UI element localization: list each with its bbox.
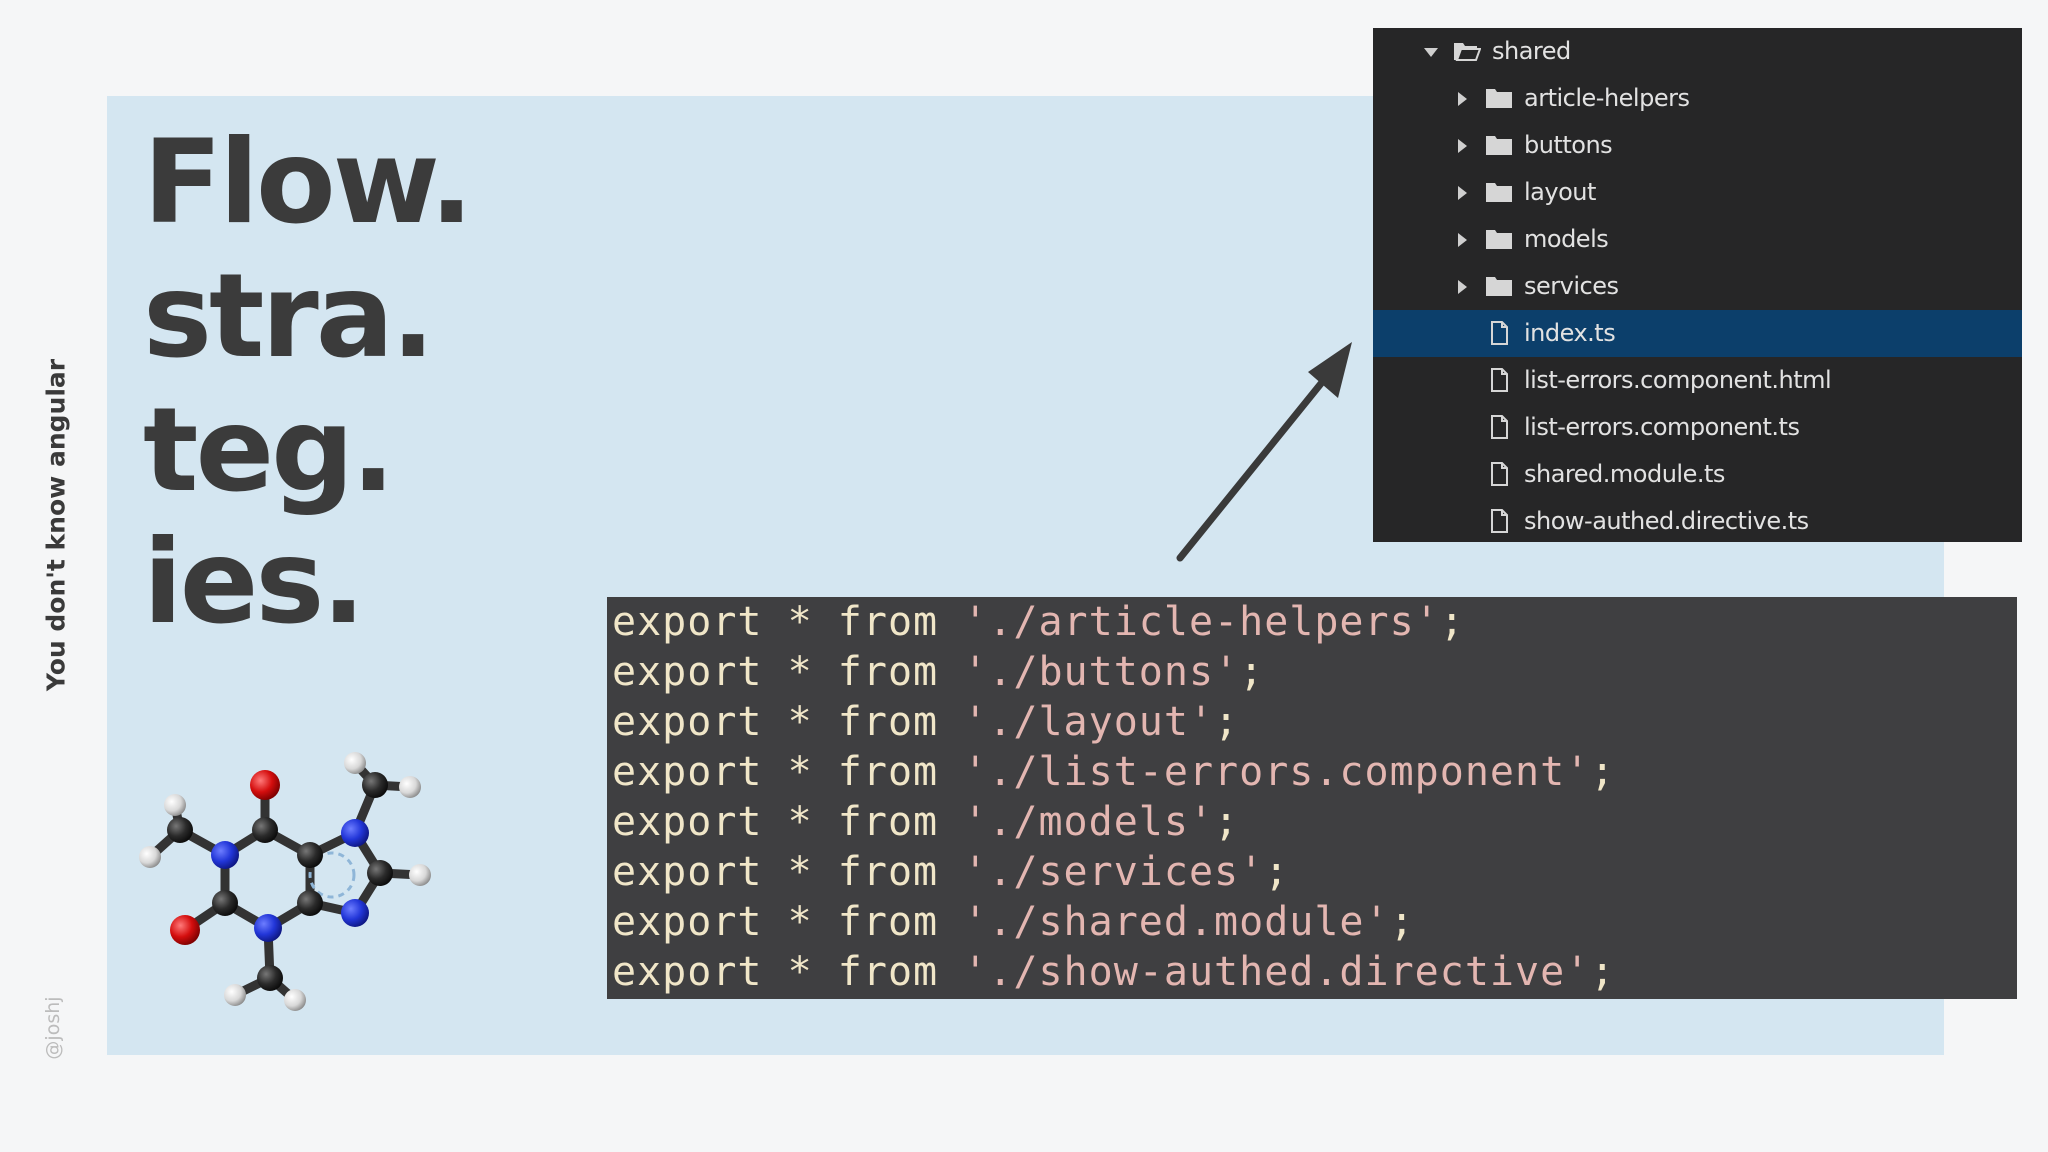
code-string: './shared.module' [963, 899, 1390, 945]
code-keyword: export [612, 749, 763, 795]
code-from: from [837, 849, 939, 895]
tree-label: models [1524, 225, 1609, 253]
code-string: './article-helpers' [963, 599, 1440, 645]
code-line: export * from './article-helpers'; [612, 597, 1465, 647]
code-line: export * from './layout'; [612, 697, 1239, 747]
chevron-right-icon[interactable] [1458, 186, 1467, 200]
tree-row-folder[interactable]: buttons [1373, 122, 2022, 169]
code-string: './services' [963, 849, 1265, 895]
folder-icon [1486, 277, 1512, 296]
folder-open-icon [1454, 43, 1481, 61]
code-star: * [787, 699, 813, 745]
code-terminator: ; [1389, 899, 1415, 945]
tree-row-folder[interactable]: services [1373, 263, 2022, 310]
code-from: from [837, 799, 939, 845]
code-star: * [787, 799, 813, 845]
tree-row-folder[interactable]: article-helpers [1373, 75, 2022, 122]
code-string: './layout' [963, 699, 1215, 745]
tree-row-file[interactable]: show-authed.directive.ts [1373, 498, 2022, 545]
code-keyword: export [612, 699, 763, 745]
code-line: export * from './buttons'; [612, 647, 1264, 697]
code-terminator: ; [1590, 749, 1616, 795]
code-star: * [787, 949, 813, 995]
chevron-right-icon[interactable] [1458, 233, 1467, 247]
chevron-down-icon[interactable] [1424, 48, 1438, 57]
tree-row-file[interactable]: list-errors.component.html [1373, 357, 2022, 404]
tree-label: services [1524, 272, 1619, 300]
code-from: from [837, 599, 939, 645]
code-keyword: export [612, 799, 763, 845]
code-keyword: export [612, 949, 763, 995]
tree-label-shared: shared [1492, 37, 1571, 65]
tree-label: list-errors.component.html [1524, 366, 1832, 394]
code-line: export * from './show-authed.directive'; [612, 947, 1615, 997]
code-line: export * from './models'; [612, 797, 1239, 847]
tree-label: buttons [1524, 131, 1613, 159]
folder-icon [1486, 136, 1512, 155]
code-block: export * from './article-helpers'; expor… [607, 597, 2017, 999]
code-terminator: ; [1239, 649, 1265, 695]
code-from: from [837, 649, 939, 695]
arrow-icon [1176, 342, 1352, 562]
heading-line-3: teg. [143, 383, 395, 518]
code-terminator: ; [1214, 799, 1240, 845]
tree-label: layout [1524, 178, 1596, 206]
code-keyword: export [612, 849, 763, 895]
code-from: from [837, 749, 939, 795]
code-line: export * from './list-errors.component'; [612, 747, 1615, 797]
code-line: export * from './shared.module'; [612, 897, 1415, 947]
folder-icon [1486, 230, 1512, 249]
code-string: './models' [963, 799, 1215, 845]
heading-line-4: ies. [143, 515, 366, 650]
author-handle: @joshj [42, 996, 64, 1060]
tree-row-file[interactable]: list-errors.component.ts [1373, 404, 2022, 451]
code-star: * [787, 649, 813, 695]
code-string: './buttons' [963, 649, 1240, 695]
code-terminator: ; [1439, 599, 1465, 645]
code-terminator: ; [1214, 699, 1240, 745]
file-icon [1491, 415, 1508, 439]
tree-label: show-authed.directive.ts [1524, 507, 1809, 535]
file-icon [1491, 462, 1508, 486]
folder-icon [1486, 183, 1512, 202]
heading-line-2: stra. [143, 249, 435, 384]
side-title: You don't know angular [41, 358, 71, 692]
chevron-right-icon[interactable] [1458, 139, 1467, 153]
code-keyword: export [612, 599, 763, 645]
heading-line-1: Flow. [143, 115, 474, 250]
tree-label: shared.module.ts [1524, 460, 1725, 488]
code-line: export * from './services'; [612, 847, 1289, 897]
tree-label: article-helpers [1524, 84, 1690, 112]
file-explorer: shared article-helpers buttons layout [1373, 28, 2022, 542]
tree-row-shared[interactable]: shared [1373, 28, 2022, 75]
code-from: from [837, 699, 939, 745]
code-terminator: ; [1264, 849, 1290, 895]
chevron-right-icon[interactable] [1458, 280, 1467, 294]
caffeine-molecule-image [139, 752, 431, 1011]
tree-row-folder[interactable]: models [1373, 216, 2022, 263]
code-star: * [787, 849, 813, 895]
code-star: * [787, 899, 813, 945]
code-string: './list-errors.component' [963, 749, 1591, 795]
code-keyword: export [612, 899, 763, 945]
file-icon [1491, 321, 1508, 345]
code-star: * [787, 749, 813, 795]
chevron-right-icon[interactable] [1458, 92, 1467, 106]
code-star: * [787, 599, 813, 645]
tree-row-file-selected[interactable]: index.ts [1373, 310, 2022, 357]
tree-row-file[interactable]: shared.module.ts [1373, 451, 2022, 498]
code-keyword: export [612, 649, 763, 695]
tree-label: list-errors.component.ts [1524, 413, 1800, 441]
file-icon [1491, 368, 1508, 392]
tree-label: index.ts [1524, 319, 1616, 347]
folder-icon [1486, 89, 1512, 108]
code-string: './show-authed.directive' [963, 949, 1591, 995]
code-from: from [837, 949, 939, 995]
code-terminator: ; [1590, 949, 1616, 995]
code-from: from [837, 899, 939, 945]
tree-row-folder[interactable]: layout [1373, 169, 2022, 216]
file-icon [1491, 509, 1508, 533]
